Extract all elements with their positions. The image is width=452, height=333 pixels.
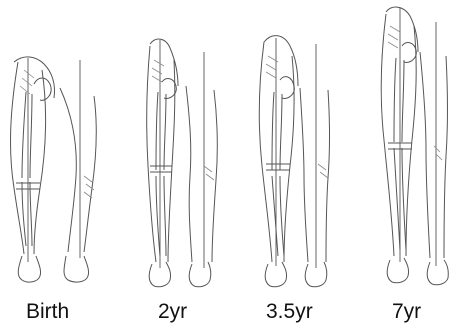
- stage-label-2yr: 2yr: [158, 301, 187, 322]
- stage-label-7yr: 7yr: [392, 301, 421, 322]
- stage-label-3.5yr: 3.5yr: [266, 301, 313, 322]
- stage-label-birth: Birth: [26, 301, 69, 322]
